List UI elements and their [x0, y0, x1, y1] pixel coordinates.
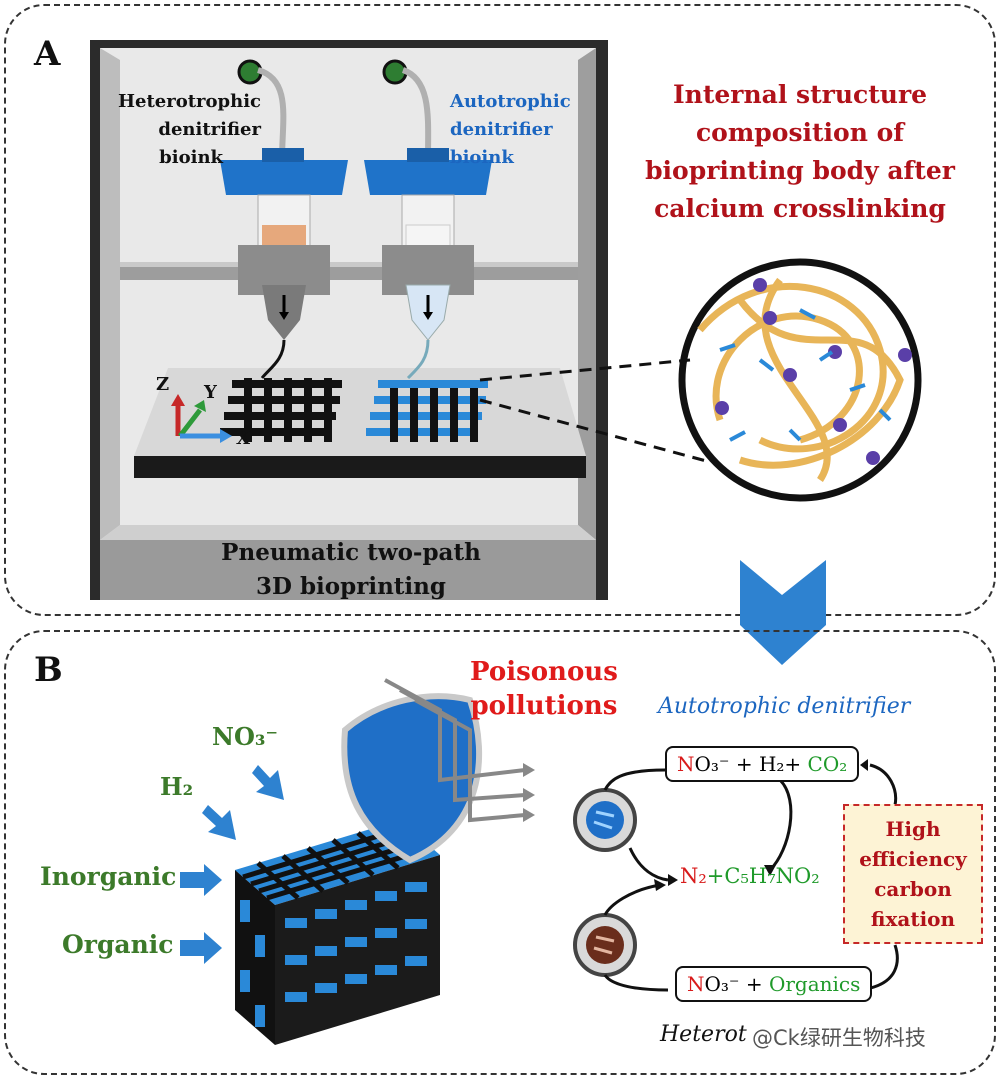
organic-input-label: Organic: [62, 930, 174, 959]
equation-heterotrophic: NO₃⁻ + Organics: [675, 966, 873, 1002]
panel-a: [4, 4, 996, 616]
carbon-fixation-box: High efficiency carbon fixation: [843, 804, 983, 944]
printer-caption: Pneumatic two-path 3D bioprinting: [221, 539, 481, 600]
heterotrophic-denitrifier-label: Heterot: [660, 1022, 747, 1047]
axis-x-label: X: [236, 428, 250, 449]
autotrophic-denitrifier-label: Autotrophic denitrifier: [658, 694, 911, 719]
autotrophic-bioink-label: Autotrophic denitrifier bioink: [450, 91, 571, 168]
equation-autotrophic: NO₃⁻ + H₂+ CO₂: [665, 746, 860, 782]
poisonous-pollutions-label: Poisonous pollutions: [470, 657, 618, 721]
inorganic-input-label: Inorganic: [40, 862, 177, 891]
no3-input-label: NO₃⁻: [212, 722, 279, 751]
heterotrophic-bioink-label: Heterotrophic denitrifier bioink: [118, 91, 261, 168]
h2-input-label: H₂: [160, 772, 194, 801]
panel-a-tag: A: [34, 34, 61, 74]
watermark: @Ck绿研生物科技: [752, 1026, 926, 1050]
axis-y-label: Y: [204, 382, 217, 403]
panel-b: [4, 630, 996, 1075]
axis-z-label: Z: [156, 374, 170, 395]
panel-b-tag: B: [34, 650, 63, 690]
equation-products: N₂+C₅H₇NO₂: [680, 864, 820, 888]
internal-structure-title: Internal structure composition of biopri…: [645, 80, 955, 223]
